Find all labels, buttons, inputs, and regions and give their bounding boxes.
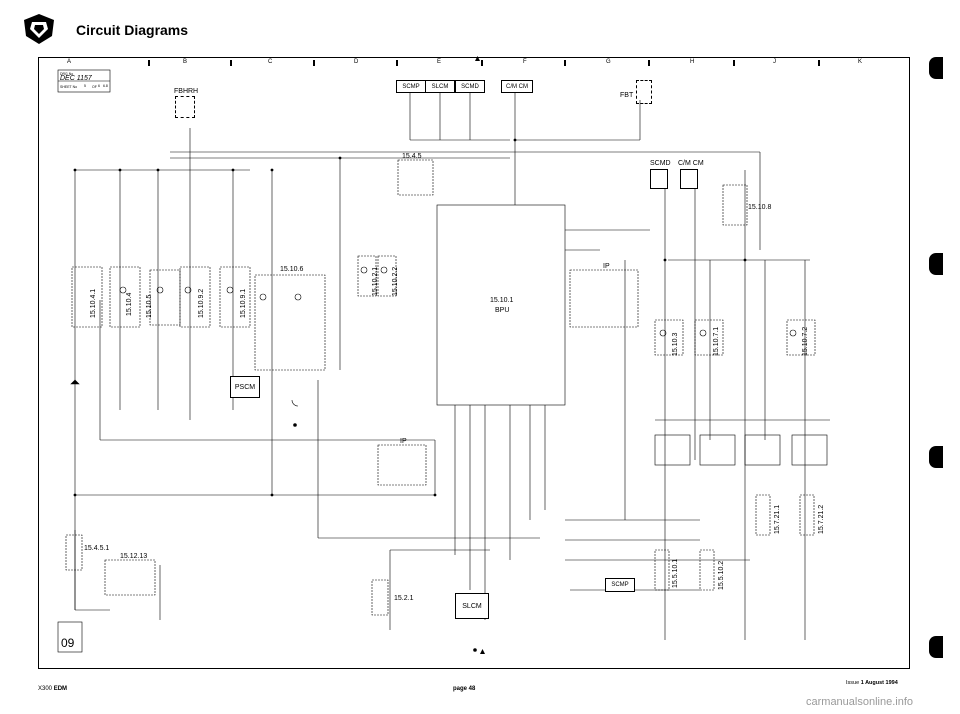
column-tick: [396, 60, 398, 66]
sheet-no: 5: [84, 84, 86, 88]
ref-15-10-7-1: 15.10.7.1: [713, 326, 720, 356]
ref-15-10-5: 15.10.5: [146, 294, 153, 318]
column-label: A: [67, 59, 72, 65]
component-ip-bottom: IP: [400, 438, 407, 445]
component-cm-cm-right: C/M CM: [678, 160, 704, 167]
module-slcm-bottom: SLCM: [455, 593, 489, 619]
bpu-code: 15.10.1: [490, 297, 514, 304]
column-tick: [148, 60, 150, 66]
column-label: B: [183, 59, 188, 65]
sheet-of: 6: [98, 84, 100, 88]
jaguar-emblem-icon: [24, 14, 54, 44]
drawing-code: DEC 1157: [60, 75, 92, 82]
footer-page: page 48: [453, 686, 476, 692]
ref-15-5-10-2: 15.5.10.2: [718, 560, 725, 590]
component-scmd-right: SCMD: [650, 160, 671, 167]
ref-15-10-6: 15.10.6: [280, 266, 304, 273]
ref-15-7-21-2: 15.7.21.2: [818, 504, 825, 534]
column-tick: [230, 60, 232, 66]
ref-15-2-1: 15.2.1: [394, 595, 414, 602]
ref-15-10-4-1: 15.10.4.1: [90, 288, 97, 318]
module-scmp-bottom: SCMP: [605, 578, 635, 592]
drawing-code-caption: DRG No: [60, 72, 74, 76]
column-tick: [313, 60, 315, 66]
column-label: D: [354, 59, 359, 65]
watermark: carmanualsonline.info: [806, 696, 914, 708]
module-scmp-top: SCMP: [396, 80, 426, 93]
ref-15-10-7-2: 15.10.7.2: [802, 326, 809, 356]
fbt-frame: [636, 80, 652, 104]
ref-15-10-2-2: 15.10.2.2: [392, 266, 399, 296]
ref-15-12-13: 15.12.13: [120, 553, 148, 560]
module-cm-cm-right-box: [680, 169, 698, 189]
module-pscm: PSCM: [230, 376, 260, 398]
footer-issue: Issue 1 August 1994: [846, 680, 898, 686]
sheet-of-caption: OF: [92, 85, 97, 89]
bpu-name: BPU: [495, 307, 510, 314]
ref-15-10-2-1: 15.10.2.1: [372, 266, 379, 296]
page-tab: [929, 446, 943, 468]
column-label: J: [773, 59, 776, 65]
module-scmd-top: SCMD: [455, 80, 485, 93]
sheet-caption: SHEET No: [60, 85, 78, 89]
footer-model-edm: EDM: [53, 686, 68, 692]
diagram-sheet: [38, 57, 910, 669]
footer-model: X300 EDM: [38, 686, 67, 692]
column-tick: [733, 60, 735, 66]
component-fbt: FBT: [620, 92, 634, 99]
page-tab: [929, 636, 943, 658]
column-tick: [818, 60, 820, 66]
ref-15-10-9-2: 15.10.9.2: [198, 288, 205, 318]
footer-issue-prefix: Issue: [846, 680, 861, 686]
page-title: Circuit Diagrams: [76, 22, 189, 38]
ref-15-4-5-1: 15.4.5.1: [84, 545, 110, 552]
column-tick: [481, 60, 483, 66]
component-ip-right: IP: [603, 263, 610, 270]
ref-15-10-9-1: 15.10.9.1: [240, 288, 247, 318]
ref-15-10-8: 15.10.8: [748, 204, 772, 211]
column-label: F: [523, 59, 527, 65]
fbhrh-frame: [175, 96, 195, 118]
column-label: K: [858, 59, 863, 65]
ref-15-7-21-1: 15.7.21.1: [774, 504, 781, 534]
footer-model-prefix: X300: [38, 686, 54, 692]
ref-15-10-3: 15.10.3: [672, 332, 679, 356]
module-slcm-top: SLCM: [425, 80, 455, 93]
column-tick: [564, 60, 566, 66]
sheet-version: 6.8: [103, 84, 108, 88]
diagram-number: 09: [61, 636, 75, 650]
module-scmd-right-box: [650, 169, 668, 189]
footer-issue-date: 1 August 1994: [860, 680, 898, 686]
column-label: C: [268, 59, 273, 65]
ref-15-10-4: 15.10.4: [126, 292, 133, 316]
ref-15-4-5: 15.4.5: [402, 153, 422, 160]
component-fbhrh: FBHRH: [174, 88, 199, 95]
module-cm-cm-top: C/M CM: [501, 80, 533, 93]
page-tab: [929, 253, 943, 275]
column-label: G: [606, 59, 611, 65]
page-tab: [929, 57, 943, 79]
column-label: E: [437, 59, 442, 65]
column-tick: [648, 60, 650, 66]
column-label: H: [690, 59, 695, 65]
ref-15-5-10-1: 15.5.10.1: [672, 558, 679, 588]
